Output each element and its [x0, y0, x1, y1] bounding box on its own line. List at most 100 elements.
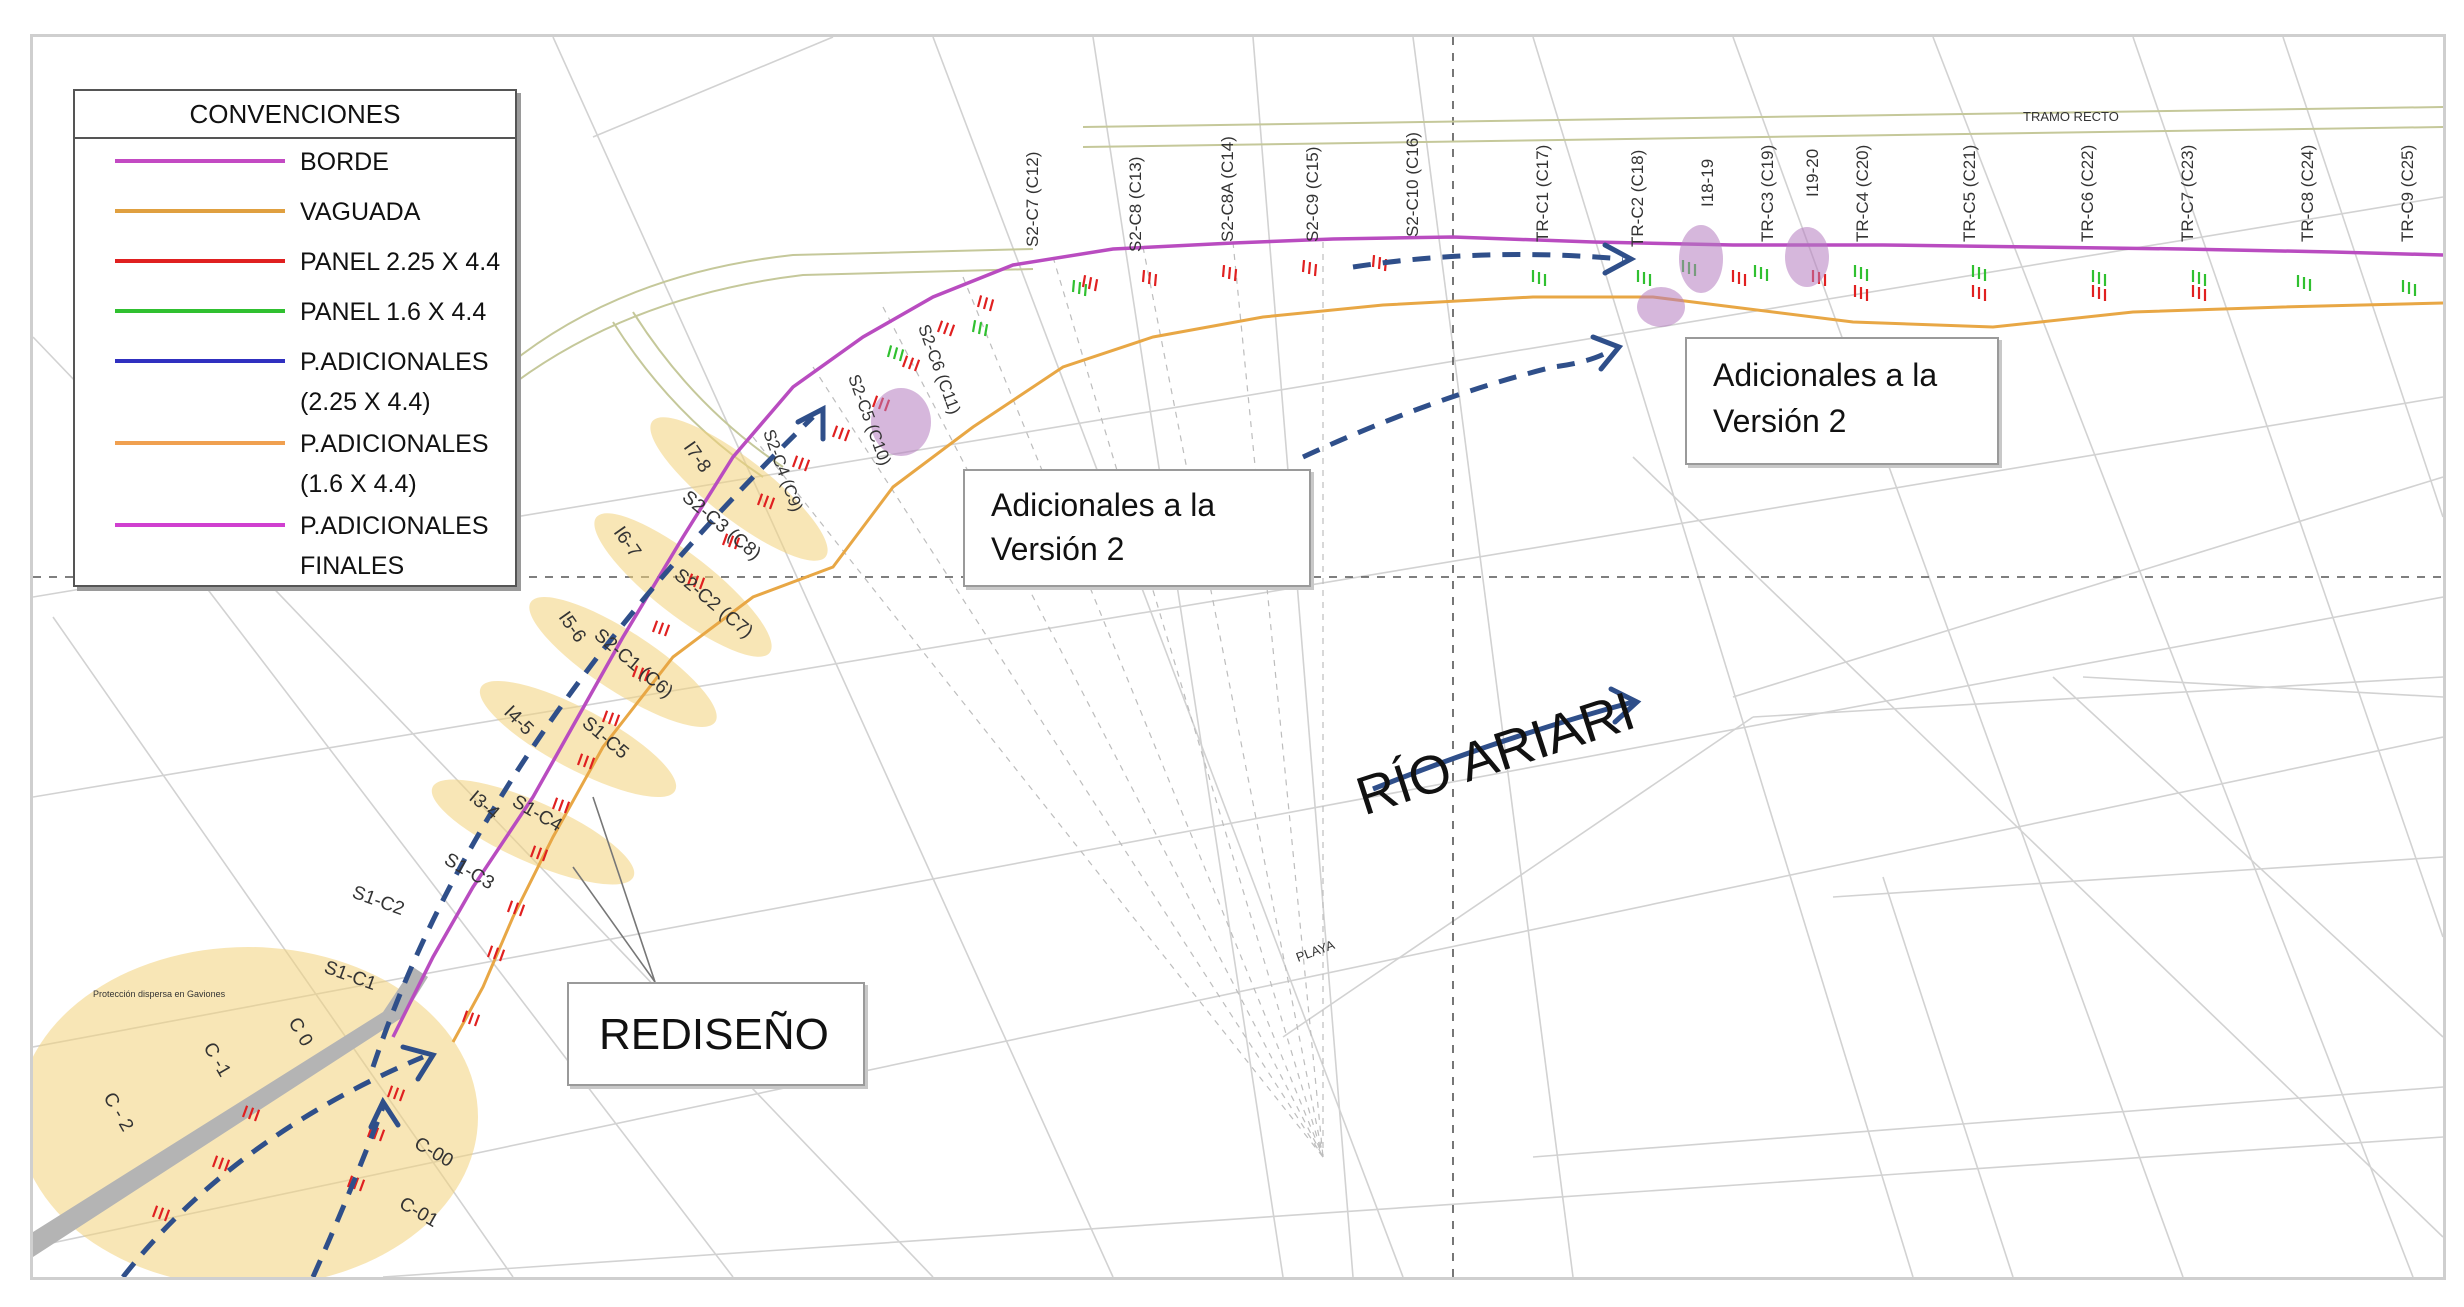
panel-tick-red	[663, 624, 671, 637]
section-label: TR-C6 (C22)	[2078, 145, 2097, 242]
panel-tick-red	[512, 902, 520, 915]
panel-tick-red	[241, 1105, 249, 1118]
panel-tick-red	[727, 535, 735, 548]
legend-label-line2: (1.6 X 4.4)	[300, 470, 417, 498]
panel-tick-red	[151, 1205, 159, 1218]
panel-tick-red	[1153, 273, 1158, 287]
section-label: S1-C2	[349, 882, 407, 920]
panel-tick-red	[698, 577, 706, 590]
panel-tick-red	[588, 757, 596, 770]
panel-tick-red	[372, 1127, 380, 1140]
panel-tick-red	[637, 667, 645, 680]
panel-tick-red	[976, 295, 983, 308]
panel-tick-red	[223, 1159, 231, 1172]
panel-tick-red	[1141, 269, 1146, 283]
panel-tick-red	[535, 847, 543, 860]
panel-tick-red	[1147, 271, 1152, 285]
panel-tick-red	[1377, 256, 1382, 270]
panel-tick-red	[392, 1087, 400, 1100]
panel-tick-red	[253, 1109, 261, 1122]
panel-tick-red	[733, 537, 741, 550]
panel-tick-red	[936, 320, 944, 333]
section-label: TR-C2 (C18)	[1628, 150, 1647, 247]
section-label: I19-20	[1803, 149, 1822, 197]
section-label: TR-C4 (C20)	[1853, 145, 1872, 242]
panel-tick-green	[1077, 281, 1082, 295]
arrow-heads	[368, 242, 1637, 1130]
panel-tick-red	[358, 1179, 366, 1192]
fan-dashed-lines	[752, 241, 1324, 1158]
panel-tick-red	[498, 949, 506, 962]
legend-swatch	[115, 159, 285, 163]
river-flow-arrow	[1372, 699, 1634, 792]
panel-tick-red	[163, 1209, 171, 1222]
section-label: I18-19	[1698, 159, 1717, 207]
panel-tick-red	[601, 710, 609, 723]
panel-tick-red	[217, 1157, 225, 1170]
panel-tick-red	[378, 1129, 386, 1142]
legend-swatch	[115, 359, 285, 363]
legend-label-line2: FINALES	[300, 552, 405, 580]
flow-arrows	[121, 252, 1624, 1277]
panel-tick-red	[352, 1177, 360, 1190]
protection-band	[33, 967, 428, 1257]
panel-tick-red	[1313, 263, 1318, 277]
panel-tick-red	[768, 497, 776, 510]
section-label: S2-C8 (C13)	[1126, 157, 1145, 252]
panel-tick-red	[1301, 259, 1306, 273]
section-label: TR-C8 (C24)	[2298, 145, 2317, 242]
legend-label: P.ADICIONALES	[300, 348, 489, 376]
section-label: S2-C9 (C15)	[1303, 147, 1322, 242]
panel-tick-red	[1221, 264, 1226, 278]
panel-tick-red	[1087, 276, 1093, 290]
borde-line	[391, 235, 2443, 1038]
callout-version2-right: Adicionales a la Versión 2	[1685, 337, 1999, 465]
panel-tick-red	[1081, 274, 1087, 288]
tramo-recto-label: TRAMO RECTO	[2023, 109, 2119, 124]
legend-item: P.ADICIONALES(2.25 X 4.4)	[75, 341, 515, 416]
panel-tick-red	[692, 575, 700, 588]
panel-tick-red	[762, 495, 770, 508]
panel-tick-red	[346, 1175, 354, 1188]
panel-tick-red	[948, 324, 956, 337]
panel-tick-red	[582, 755, 590, 768]
panel-tick-red	[473, 1014, 481, 1027]
panel-tick-red	[982, 297, 989, 310]
panel-tick-red	[563, 801, 571, 814]
panel-tick-red	[492, 947, 500, 960]
section-label: TR-C9 (C25)	[2398, 145, 2417, 242]
section-label: TR-C7 (C23)	[2178, 145, 2197, 242]
panel-tick-green	[886, 345, 893, 358]
panel-tick-red	[791, 455, 799, 468]
panel-tick-red	[576, 753, 584, 766]
section-label: TR-C5 (C21)	[1960, 145, 1979, 242]
panel-tick-red	[797, 457, 805, 470]
panel-tick-red	[942, 322, 950, 335]
section-label: S2-C7 (C12)	[1023, 152, 1042, 247]
panel-tick-green	[1071, 279, 1076, 293]
panel-tick-red	[686, 573, 694, 586]
section-label: TR-C1 (C17)	[1533, 145, 1552, 242]
panel-tick-red	[1227, 266, 1232, 280]
panel-tick-red	[1093, 278, 1099, 292]
panel-tick-red	[551, 797, 559, 810]
panel-tick-red	[756, 493, 764, 506]
panel-tick-red	[803, 459, 811, 472]
legend-swatch	[115, 209, 285, 213]
panel-tick-red	[467, 1012, 475, 1025]
callout-line1: Adicionales a la	[1713, 357, 1938, 393]
legend-label: PANEL 2.25 X 4.4	[300, 248, 501, 276]
legend-title: CONVENCIONES	[75, 91, 515, 139]
legend-item: PANEL 2.25 X 4.4	[75, 241, 515, 281]
panel-tick-red	[247, 1107, 255, 1120]
panel-tick-green	[892, 347, 899, 360]
additional-zones	[871, 225, 1829, 456]
panel-tick-red	[157, 1207, 165, 1220]
legend-item: P.ADICIONALES(1.6 X 4.4)	[75, 423, 515, 498]
panel-tick-green	[983, 323, 989, 337]
panel-tick-red	[643, 669, 651, 682]
callout-line2: Versión 2	[1713, 403, 1847, 439]
panel-tick-red	[631, 665, 639, 678]
